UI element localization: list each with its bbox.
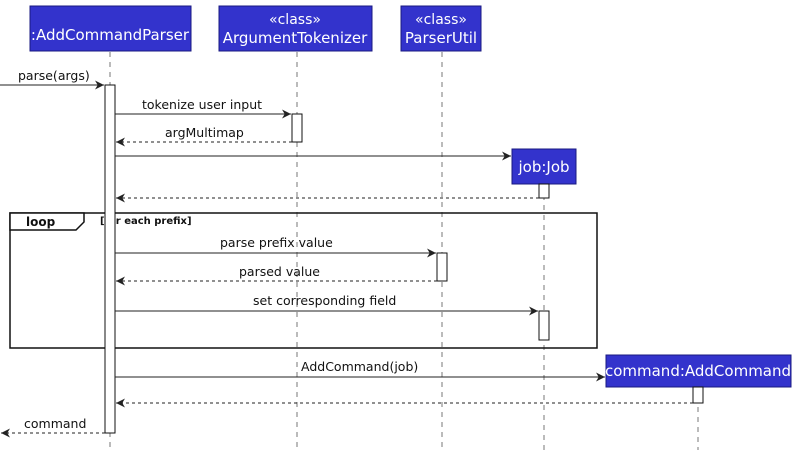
- activation-parser: [104, 84, 116, 434]
- activation-job-set: [538, 310, 550, 341]
- message-parse-prefix: parse prefix value: [220, 235, 333, 250]
- activation-tokenizer: [291, 113, 303, 143]
- participant-argument-tokenizer: «class» ArgumentTokenizer: [218, 5, 373, 52]
- message-set-field: set corresponding field: [253, 293, 396, 308]
- activation-command: [692, 386, 704, 404]
- activation-job-create: [538, 183, 550, 199]
- participant-parser-util: «class» ParserUtil: [400, 5, 482, 52]
- loop-guard: [for each prefix]: [100, 216, 192, 227]
- participant-stereotype: «class»: [415, 12, 467, 28]
- message-add-command: AddCommand(job): [301, 359, 418, 374]
- message-parse-args: parse(args): [18, 68, 90, 83]
- participant-name: command:AddCommand: [605, 362, 791, 380]
- participant-name: ParserUtil: [405, 29, 477, 47]
- message-tokenize: tokenize user input: [142, 97, 262, 112]
- activation-util: [436, 252, 448, 282]
- participant-stereotype: «class»: [269, 12, 321, 28]
- message-arg-multimap: argMultimap: [165, 125, 244, 140]
- participant-add-command: command:AddCommand: [605, 354, 792, 388]
- loop-keyword: loop: [26, 215, 56, 229]
- participant-job: job:Job: [511, 148, 577, 185]
- participant-name: job:Job: [517, 158, 569, 176]
- participant-name: ArgumentTokenizer: [223, 29, 368, 47]
- participant-name: :AddCommandParser: [31, 26, 190, 44]
- message-command-return: command: [24, 416, 86, 431]
- message-parsed-value: parsed value: [239, 264, 320, 279]
- participant-add-command-parser: :AddCommandParser: [29, 5, 192, 52]
- loop-fragment: loop [for each prefix]: [9, 212, 598, 349]
